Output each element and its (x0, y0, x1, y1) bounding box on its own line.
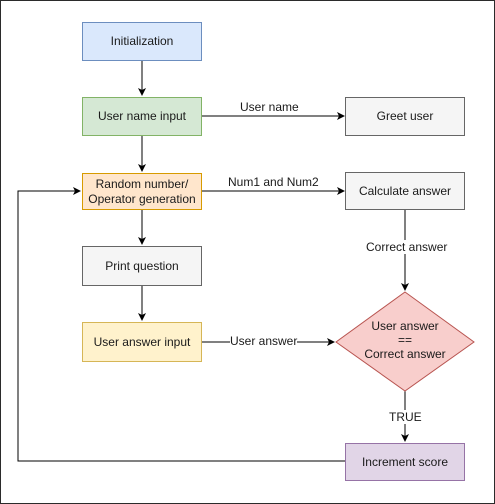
decision-diamond (335, 291, 475, 392)
print-question-label: Print question (105, 258, 179, 273)
calculate-answer-box: Calculate answer (345, 172, 465, 210)
edge-label-true: TRUE (389, 410, 422, 424)
print-question-box: Print question (82, 246, 202, 286)
user-answer-input-label: User answer input (93, 334, 191, 349)
user-name-input-box: User name input (82, 97, 202, 136)
edge-label-num1-num2: Num1 and Num2 (228, 175, 319, 189)
edge-label-correct-answer: Correct answer (366, 240, 448, 254)
increment-score-box: Increment score (345, 443, 465, 481)
initialization-label: Initialization (110, 34, 174, 48)
decision-label-line2: == (397, 333, 412, 347)
user-answer-input-box: User answer input (82, 322, 202, 362)
decision-label-line1: User answer (371, 319, 439, 333)
initialization-box: Initialization (82, 22, 202, 61)
increment-score-label: Increment score (361, 454, 449, 469)
calculate-answer-label: Calculate answer (358, 183, 452, 198)
random-generation-label-line1: Random number/ (95, 176, 189, 191)
decision-label: User answer == Correct answer (336, 319, 474, 361)
decision-label-line3: Correct answer (364, 347, 446, 361)
user-name-input-label: User name input (97, 109, 187, 123)
edge-label-user-name: User name (240, 100, 299, 114)
greet-user-box: Greet user (345, 97, 465, 136)
edge-label-user-answer: User answer (230, 334, 298, 348)
arrow-loop-back (17, 187, 345, 462)
greet-user-label: Greet user (376, 109, 434, 123)
random-generation-box: Random number/ Operator generation (82, 173, 202, 210)
random-generation-label-line2: Operator generation (88, 191, 196, 206)
